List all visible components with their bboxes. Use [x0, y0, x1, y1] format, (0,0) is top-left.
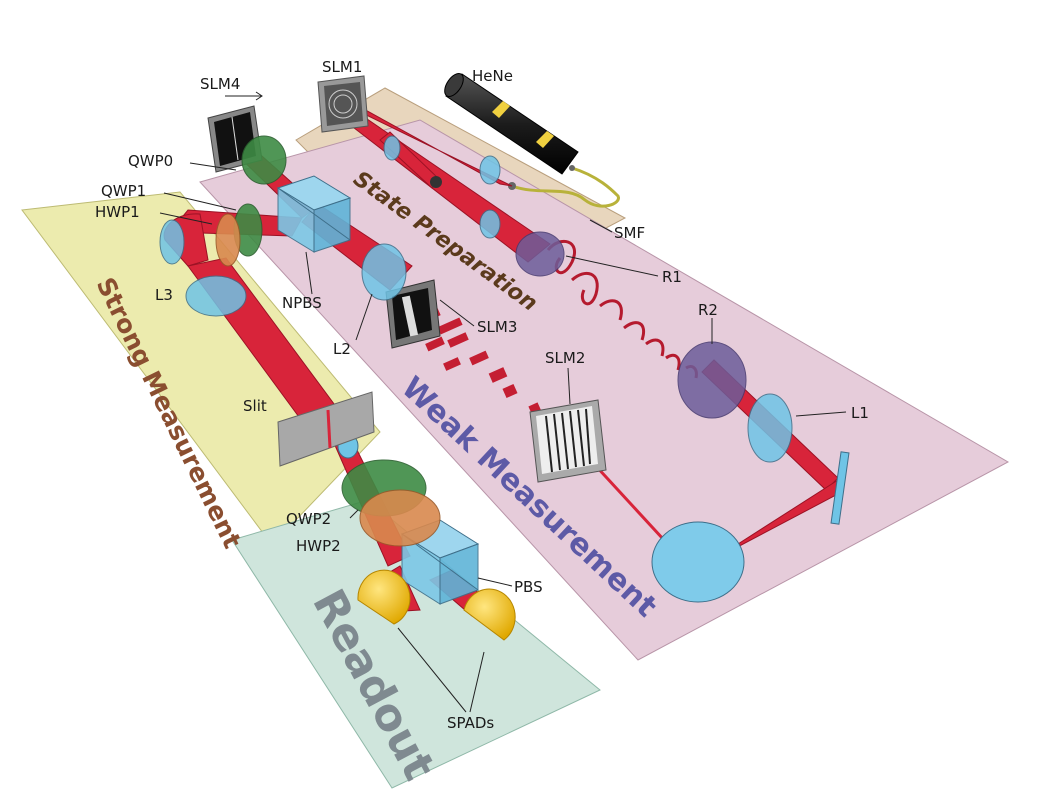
lens-state-prep-2: [479, 209, 501, 239]
spad-left: [357, 569, 411, 625]
lens-state-prep-3: [383, 135, 401, 161]
label-qwp1: QWP1: [101, 182, 146, 200]
hwp2-plate: [359, 489, 441, 547]
label-r1: R1: [662, 268, 682, 286]
hene-laser: [444, 73, 579, 175]
label-l3: L3: [155, 286, 173, 304]
slit: [277, 391, 375, 467]
label-hwp2: HWP2: [296, 537, 341, 555]
large-lens: [651, 521, 745, 603]
slm3: [385, 279, 441, 349]
spad-right: [463, 588, 516, 641]
qwp0-plate: [241, 135, 287, 185]
label-slm4: SLM4: [200, 75, 240, 93]
label-hene: HeNe: [472, 67, 513, 85]
label-slit: Slit: [243, 397, 267, 415]
fiber-coupler: [569, 165, 575, 171]
label-smf: SMF: [614, 224, 645, 242]
label-npbs: NPBS: [282, 294, 322, 312]
l2-lens: [361, 243, 407, 301]
region-readout: [231, 499, 601, 789]
l1-lens: [747, 393, 793, 463]
single-mode-fiber: [511, 166, 620, 208]
label-slm2: SLM2: [545, 349, 585, 367]
lens-strong-arm: [185, 275, 247, 317]
npbs-cube: [276, 175, 352, 253]
label-l1: L1: [851, 404, 869, 422]
label-slm1: SLM1: [322, 58, 362, 76]
label-pbs: PBS: [514, 578, 543, 596]
pinhole: [430, 176, 442, 188]
lens-state-prep-1: [479, 155, 501, 185]
slm1: [317, 75, 369, 133]
leader-lines: [159, 91, 847, 713]
label-l2: L2: [333, 340, 351, 358]
r2-rotator: [677, 341, 747, 419]
label-qwp2: QWP2: [286, 510, 331, 528]
hwp1-plate: [215, 213, 241, 267]
label-qwp0: QWP0: [128, 152, 173, 170]
l3-lens: [159, 219, 185, 265]
slm2: [529, 399, 607, 483]
label-r2: R2: [698, 301, 718, 319]
r1-rotator: [515, 231, 565, 277]
label-slm3: SLM3: [477, 318, 517, 336]
label-spads: SPADs: [447, 714, 494, 732]
fold-mirror: [830, 451, 850, 525]
label-hwp1: HWP1: [95, 203, 140, 221]
